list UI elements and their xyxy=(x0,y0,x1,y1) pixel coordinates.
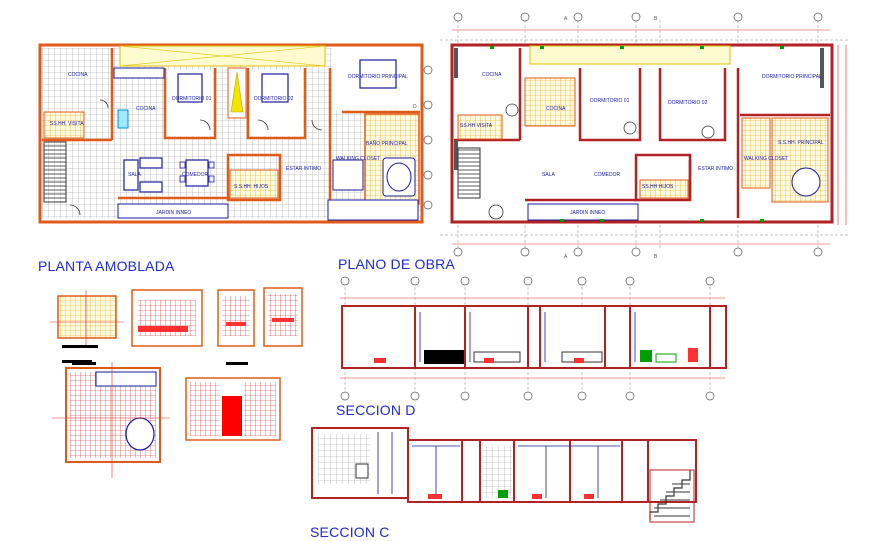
label-ss-hh-hijos: SS.HH HIJOS xyxy=(642,184,674,190)
section-marker-b-top: B xyxy=(654,16,658,22)
work-floor-plan: A B A B D xyxy=(413,12,850,260)
label-ss-hh-principal: S.S.HH. PRINCIPAL xyxy=(778,140,824,146)
kitchen-counter xyxy=(113,67,165,79)
section-marker-a-top: A xyxy=(564,16,568,22)
label-ss-hh-hijos: S.S.HH. HIJOS xyxy=(234,184,269,190)
dormitorio-principal-floor xyxy=(332,48,420,110)
label-jardin: JARDIN INNEO xyxy=(570,210,605,216)
title-seccion-d: SECCION D xyxy=(336,402,416,418)
sofa xyxy=(123,159,139,191)
label-bano-principal: BAÑO PRINCIPAL xyxy=(366,140,408,147)
furnished-floor-plan: COCINA COCINA DORMITORIO 01 DORMITORIO 0… xyxy=(38,43,424,224)
walking-closet-tile xyxy=(741,117,771,189)
bed-dormitorio-02 xyxy=(261,73,289,103)
label-comedor: COMEDOR xyxy=(182,172,209,178)
label-estar-intimo: ESTAR INTIMO xyxy=(286,166,321,172)
label-dormitorio-principal: DORMITORIO PRINCIPAL xyxy=(348,74,408,80)
bed-dormitorio-01 xyxy=(177,73,203,103)
section-marker-d: D xyxy=(413,104,417,110)
label-walking-closet: WALKING CLOSET xyxy=(336,156,380,162)
label-cocina: COCINA xyxy=(546,106,566,112)
bed-principal xyxy=(359,59,397,89)
sofa xyxy=(139,181,163,193)
section-marker-b-bottom: B xyxy=(654,254,658,260)
label-cocina-top: COCINA xyxy=(68,72,88,78)
dormitorio-01-floor xyxy=(167,70,213,136)
label-cocina: COCINA xyxy=(136,106,156,112)
label-jardin: JARDIN INNEO xyxy=(156,210,191,216)
label-dormitorio-01: DORMITORIO 01 xyxy=(590,98,630,104)
ss-hh-hijos-tile xyxy=(639,179,689,199)
section-c-drawing xyxy=(311,427,697,523)
ss-hh-hijos xyxy=(229,169,279,199)
section-marker-a-bottom: A xyxy=(564,254,568,260)
title-seccion-c: SECCION C xyxy=(310,524,390,540)
label-dormitorio-01: DORMITORIO 01 xyxy=(172,96,212,102)
stairs xyxy=(457,147,481,199)
label-ss-hh-visita: SS.HH VISITA xyxy=(460,123,493,129)
walking-closet xyxy=(332,159,364,191)
label-cocina-top: COCINA xyxy=(482,72,502,78)
title-planta-amoblada: PLANTA AMOBLADA xyxy=(38,258,175,274)
kitchen-sink xyxy=(117,109,129,129)
jardin-bar xyxy=(117,203,229,219)
terrace-strip xyxy=(529,45,731,65)
label-dormitorio-02: DORMITORIO 02 xyxy=(254,96,294,102)
ss-hh-visita-tile xyxy=(457,114,503,140)
label-sala: SALA xyxy=(128,172,141,178)
bathtub xyxy=(382,157,416,197)
detail-1 xyxy=(57,295,117,339)
jardin-bar xyxy=(527,203,639,221)
label-ss-hh-visita: SS.HH. VISITA xyxy=(50,121,84,127)
bathroom-details xyxy=(50,287,303,478)
work-plan-elevation xyxy=(340,276,727,401)
ss-hh-visita xyxy=(43,111,85,139)
label-dormitorio-02: DORMITORIO 02 xyxy=(668,100,708,106)
label-walking-closet: WALKING CLOSET xyxy=(744,156,788,162)
outer-wall xyxy=(38,43,424,224)
label-estar-intimo: ESTAR INTIMO xyxy=(698,166,733,172)
cocina-tile xyxy=(524,77,576,127)
label-comedor: COMEDOR xyxy=(594,172,621,178)
sofa xyxy=(139,157,163,169)
label-sala: SALA xyxy=(542,172,555,178)
title-plano-de-obra: PLANO DE OBRA xyxy=(338,256,455,272)
dining-table xyxy=(185,159,209,187)
label-dormitorio-principal: DORMITORIO PRINCIPAL xyxy=(762,74,822,80)
dormitorio-02-floor xyxy=(250,70,303,136)
stairs xyxy=(43,141,67,203)
